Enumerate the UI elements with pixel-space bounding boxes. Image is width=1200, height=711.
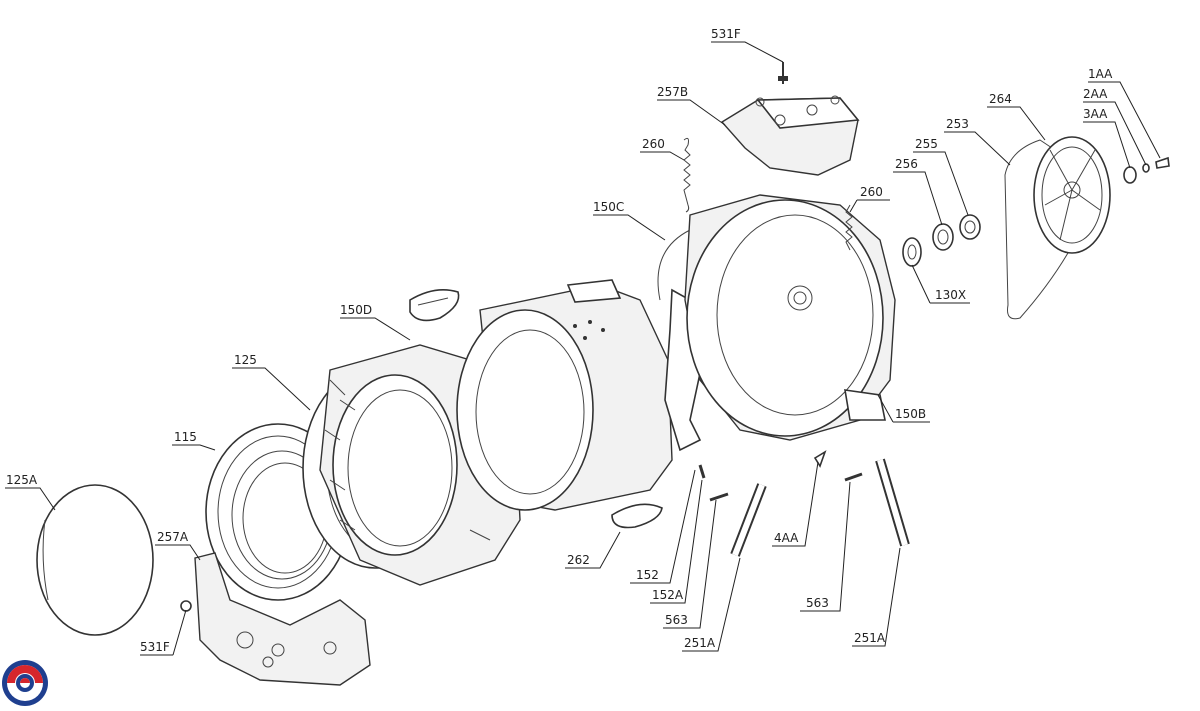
label-2AA: 2AA — [1083, 87, 1108, 101]
part-125A-door-glass — [36, 484, 154, 636]
part-264-pulley — [1033, 136, 1111, 254]
label-257A: 257A — [157, 530, 189, 544]
part-260-spring-left — [683, 137, 691, 213]
part-256-bearing — [932, 223, 954, 251]
label-251A-right: 251A — [854, 631, 886, 645]
label-1AA: 1AA — [1088, 67, 1113, 81]
part-130X-seal — [902, 237, 922, 267]
label-256: 256 — [895, 157, 918, 171]
label-152: 152 — [636, 568, 659, 582]
label-262: 262 — [567, 553, 590, 567]
label-130X: 130X — [935, 288, 966, 302]
part-152-pin — [698, 464, 706, 479]
part-251A-right-damper — [875, 458, 910, 547]
part-251A-left-damper — [730, 483, 767, 557]
part-260-spring-right — [845, 204, 853, 251]
part-150B-rear-tub — [684, 194, 896, 441]
label-125A: 125A — [6, 473, 38, 487]
part-257B-counterweight — [720, 95, 860, 176]
part-labels: 531F 257B 260 150C 264 1AA 2AA 3AA 253 2… — [6, 27, 1113, 654]
label-255: 255 — [915, 137, 938, 151]
part-1AA-bolt — [1155, 156, 1170, 169]
label-115: 115 — [174, 430, 197, 444]
part-531F-bottom-bolt — [180, 600, 192, 612]
label-125: 125 — [234, 353, 257, 367]
label-563-right: 563 — [806, 596, 829, 610]
label-150B: 150B — [895, 407, 926, 421]
label-260-left: 260 — [642, 137, 665, 151]
label-4AA: 4AA — [774, 531, 799, 545]
label-257B: 257B — [657, 85, 688, 99]
leader-lines — [5, 41, 1161, 656]
part-563-left-bolt — [709, 492, 729, 502]
part-257A-counterweight — [194, 552, 371, 686]
part-531F-top-bolt — [778, 62, 788, 84]
label-260-right: 260 — [860, 185, 883, 199]
part-drum — [456, 279, 673, 511]
label-251A-left: 251A — [684, 636, 716, 650]
label-150C: 150C — [593, 200, 624, 214]
part-4AA-clip — [813, 450, 827, 468]
part-255-bearing — [959, 214, 981, 240]
label-253: 253 — [946, 117, 969, 131]
part-2AA-nut — [1142, 163, 1150, 173]
label-531F-top: 531F — [711, 27, 741, 41]
label-563-left: 563 — [665, 613, 688, 627]
label-264: 264 — [989, 92, 1012, 106]
part-clip-top — [409, 289, 460, 322]
part-3AA-washer — [1123, 166, 1137, 184]
label-3AA: 3AA — [1083, 107, 1108, 121]
label-152A: 152A — [652, 588, 684, 602]
label-150D: 150D — [340, 303, 372, 317]
label-531F-bottom: 531F — [140, 640, 170, 654]
part-563-right-bolt — [844, 472, 863, 482]
part-262-lifter — [611, 503, 663, 529]
brand-logo — [2, 660, 48, 706]
